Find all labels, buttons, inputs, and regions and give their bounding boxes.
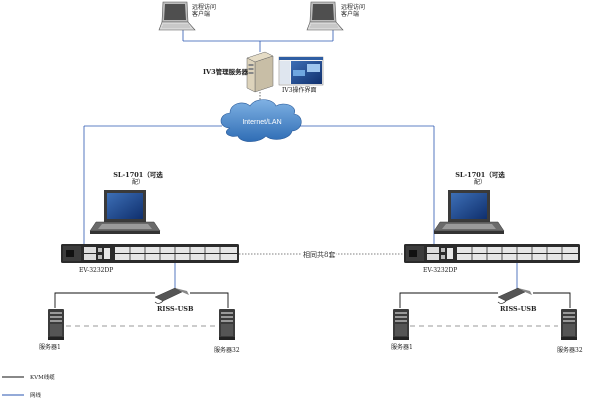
remote-client-left-label: 远程访问 客户端 <box>192 4 216 18</box>
kvm-cable <box>399 292 498 308</box>
remote-client-right-line2: 客户端 <box>341 11 360 18</box>
lcd-console-icon <box>433 190 505 234</box>
cloud-label: Internet/LAN <box>242 119 282 126</box>
internet-cloud <box>220 99 302 142</box>
kvm-cable <box>533 292 571 308</box>
sl-left-label: SL-1701（可选 配） <box>108 171 168 187</box>
remote-client-right-label: 远程访问 客户端 <box>341 4 365 18</box>
laptop-icon <box>306 1 344 31</box>
laptop-icon <box>158 1 196 31</box>
legend-net-label: 网线 <box>30 393 42 399</box>
remote-client-left-line1: 远程访问 <box>192 4 217 11</box>
kvm-cables <box>54 292 571 308</box>
kvm-cable <box>54 292 155 308</box>
iv3-server-label: IV3管理服务器 <box>203 68 249 76</box>
iv3-ui-thumbnail <box>278 56 324 86</box>
server-icon <box>219 309 235 340</box>
sl-right-label: SL-1701（可选 配） <box>450 171 510 187</box>
kvm-cable <box>190 292 229 308</box>
kvm-switch-icon <box>404 244 580 263</box>
server-icon <box>393 309 409 340</box>
network-lines <box>83 29 518 290</box>
legend-kvm-label: KVM线缆 <box>30 375 55 381</box>
riss-right-label: RISS-USB <box>500 305 537 313</box>
server32-right-label: 服务器32 <box>557 347 583 354</box>
server-tower-icon <box>246 51 274 93</box>
server1-left-label: 服务器1 <box>39 344 61 351</box>
iv3-ui-label: IV3操作界面 <box>282 87 317 94</box>
remote-client-left-line2: 客户端 <box>192 11 211 18</box>
usb-dongle-icon <box>497 287 532 304</box>
server-icon <box>48 309 64 340</box>
middle-count-label: 相同共8套 <box>302 250 337 260</box>
usb-dongle-icon <box>154 287 189 304</box>
server1-right-label: 服务器1 <box>391 344 413 351</box>
sl-right-line1: SL-1701（可选 <box>455 171 505 179</box>
remote-client-right-line1: 远程访问 <box>341 4 366 11</box>
sl-right-line2: 配） <box>473 179 486 186</box>
switch-left-label: EV-3232DP <box>79 267 114 274</box>
server-icon <box>561 309 577 340</box>
sl-left-line1: SL-1701（可选 <box>113 171 163 179</box>
server32-left-label: 服务器32 <box>214 347 240 354</box>
sl-left-line2: 配） <box>131 179 144 186</box>
switch-right-label: EV-3232DP <box>423 267 458 274</box>
riss-left-label: RISS-USB <box>157 305 194 313</box>
kvm-switch-icon <box>61 244 239 263</box>
lcd-console-icon <box>89 190 161 234</box>
